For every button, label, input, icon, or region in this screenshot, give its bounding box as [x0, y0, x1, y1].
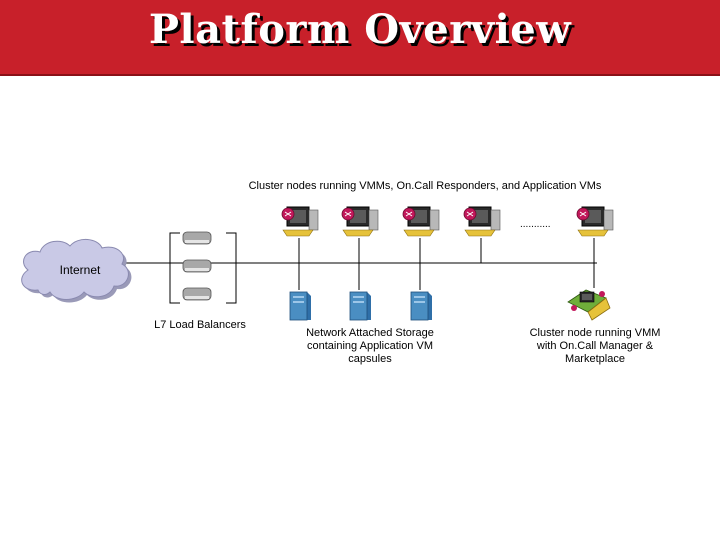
- nas-caption-line: Network Attached Storage: [306, 327, 434, 339]
- manager-node-caption: Cluster node running VMM with On.Call Ma…: [520, 327, 670, 366]
- server-tower-icon: [289, 291, 311, 321]
- load-balancer-icon: [182, 231, 212, 245]
- workstation-icon: [281, 206, 319, 237]
- load-balancer-caption: L7 Load Balancers: [154, 319, 246, 331]
- cluster-nodes-caption: Cluster nodes running VMMs, On.Call Resp…: [248, 180, 602, 192]
- nas-caption-line: capsules: [348, 353, 392, 365]
- load-balancer-icon: [182, 259, 212, 273]
- internet-cloud-icon: [21, 239, 132, 303]
- manager-workstation-icon: [567, 289, 611, 321]
- internet-label: Internet: [59, 263, 101, 277]
- workstation-icon: [341, 206, 379, 237]
- server-tower-icon: [410, 291, 432, 321]
- nas-caption: Network Attached Storage containing Appl…: [285, 327, 455, 366]
- manager-caption-line: with On.Call Manager &: [536, 340, 654, 352]
- load-balancer-icon: [182, 287, 212, 301]
- page-title: Platform Overview: [148, 6, 572, 53]
- manager-caption-line: Marketplace: [565, 353, 625, 365]
- workstation-icon: [576, 206, 614, 237]
- title-bar: Platform Overview: [0, 0, 720, 76]
- workstation-icon: [402, 206, 440, 237]
- more-nodes-ellipsis: ...........: [520, 219, 551, 230]
- server-tower-icon: [349, 291, 371, 321]
- workstation-icon: [463, 206, 501, 237]
- manager-caption-line: Cluster node running VMM: [529, 327, 661, 339]
- nas-caption-line: containing Application VM: [307, 340, 433, 352]
- load-balancer-group: [169, 231, 237, 304]
